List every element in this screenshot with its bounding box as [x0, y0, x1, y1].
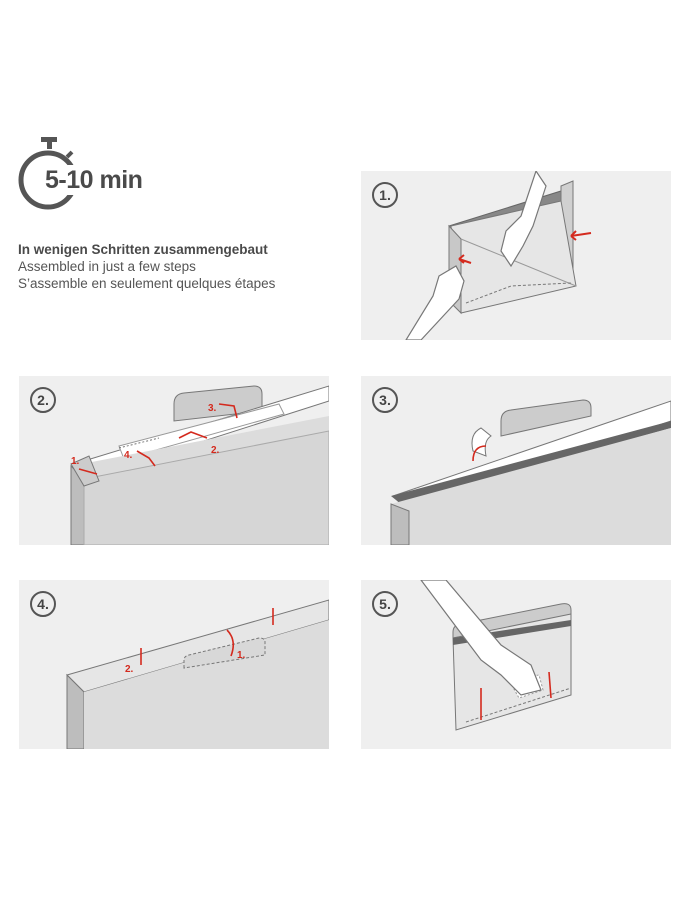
- subtitle-english: Assembled in just a few steps: [18, 259, 196, 274]
- step-3-badge: 3.: [372, 387, 398, 413]
- step-2-label-2: 2.: [211, 445, 220, 456]
- step-4-panel: 4. 1. 2.: [19, 580, 329, 749]
- intro-text: In wenigen Schritten zusammengebaut Asse…: [18, 241, 275, 292]
- step-4-label-2: 2.: [125, 664, 134, 675]
- hand-icon: [500, 171, 547, 268]
- step-1-badge: 1.: [372, 182, 398, 208]
- step-1-illustration: [405, 171, 592, 340]
- step-5-illustration: [420, 580, 572, 731]
- step-2-panel: 2. 1. 2. 3. 4.: [19, 376, 329, 545]
- step-1-panel: 1.: [361, 171, 671, 340]
- step-3-panel: 3.: [361, 376, 671, 545]
- step-4-illustration: 1. 2.: [66, 599, 329, 749]
- assembly-duration: 5-10 min: [43, 165, 145, 195]
- step-2-badge: 2.: [30, 387, 56, 413]
- step-4-label-1: 1.: [237, 650, 246, 661]
- hand-icon: [420, 580, 542, 696]
- step-5-panel: 5.: [361, 580, 671, 749]
- step-5-badge: 5.: [372, 591, 398, 617]
- step-4-badge: 4.: [30, 591, 56, 617]
- subtitle-french: S’assemble en seulement quelques étapes: [18, 276, 276, 291]
- step-2-illustration: 1. 2. 3. 4.: [70, 385, 329, 545]
- step-2-label-3: 3.: [208, 403, 217, 414]
- step-3-illustration: [390, 399, 671, 545]
- step-2-label-1: 1.: [71, 456, 80, 467]
- step-2-label-4: 4.: [124, 450, 133, 461]
- subtitle-german: In wenigen Schritten zusammengebaut: [18, 242, 268, 257]
